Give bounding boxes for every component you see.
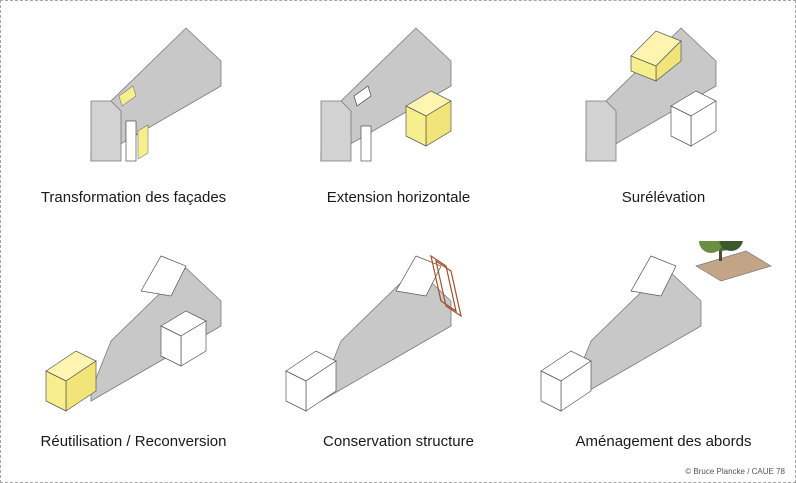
horizontal-extension-icon (320, 27, 452, 162)
panel-label: Aménagement des abords (575, 433, 752, 450)
photo-credit: © Bruce Plancke / CAUE 78 (685, 467, 785, 476)
panel-horizontal-extension: Extension horizontale (266, 1, 531, 241)
panel-label: Transformation des façades (40, 189, 227, 206)
panel-label: Surélévation (621, 189, 706, 206)
panel-surroundings: Aménagement des abords (531, 241, 796, 481)
panel-facade-transformation: Transformation des façades (1, 1, 266, 241)
reuse-conversion-icon (45, 255, 222, 412)
structure-conservation-icon (285, 254, 462, 412)
panel-label: Extension horizontale (326, 189, 471, 206)
panel-reuse-conversion: Réutilisation / Reconversion (1, 241, 266, 481)
panel-label: Réutilisation / Reconversion (40, 433, 227, 450)
raised-storey-icon (585, 27, 717, 162)
panel-raised-storey: Surélévation (531, 1, 796, 241)
surroundings-landscaping-icon (540, 241, 772, 412)
facade-transformation-icon (90, 27, 222, 162)
panel-structure-conservation: Conservation structure (266, 241, 531, 481)
panel-label: Conservation structure (323, 433, 474, 450)
